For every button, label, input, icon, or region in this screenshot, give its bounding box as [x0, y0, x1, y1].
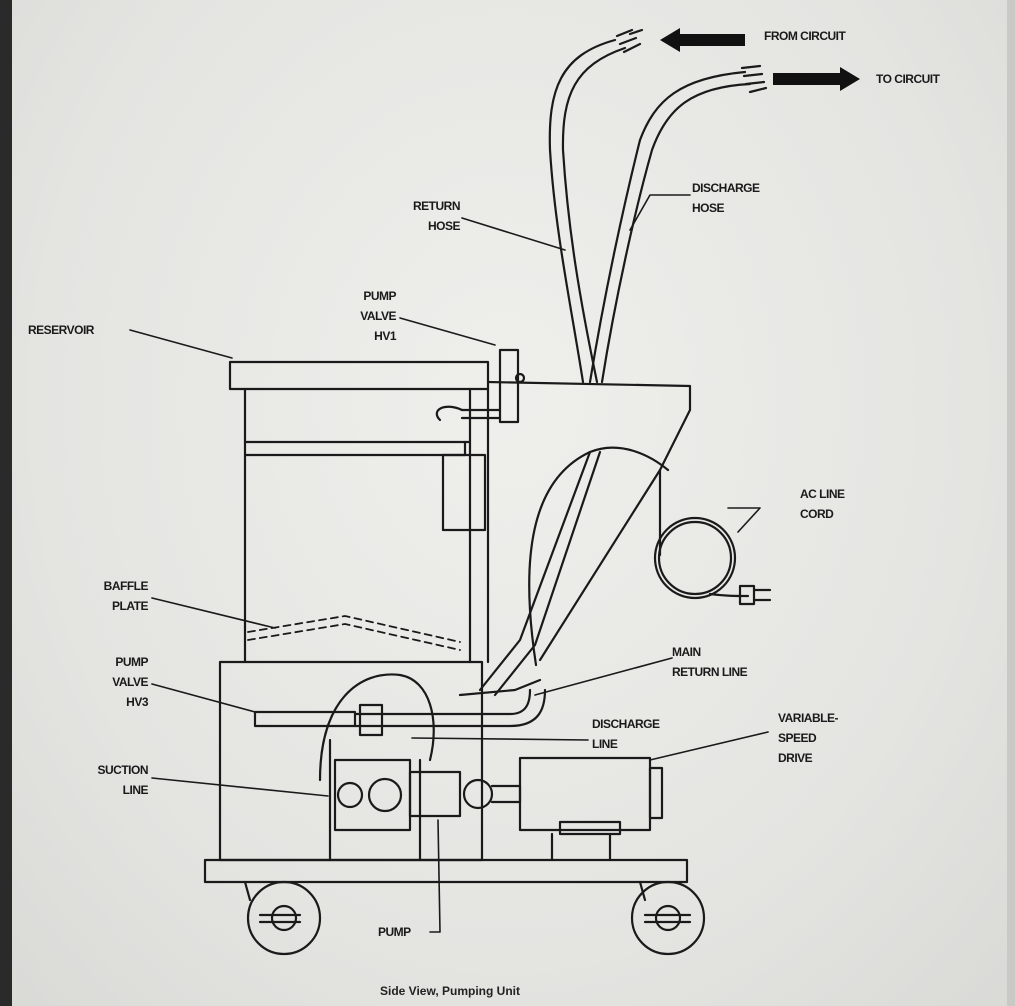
- pump-valve-hv1-drawing: [435, 348, 526, 424]
- photo-edge-left: [0, 0, 12, 1006]
- right-caster: [630, 880, 706, 956]
- label-pump-valve-hv1: PUMP VALVE HV1: [360, 289, 396, 343]
- pump-valve-hv3-drawing: [253, 688, 547, 737]
- figure-caption: Side View, Pumping Unit: [379, 984, 520, 998]
- label-discharge-line: DISCHARGE LINE: [592, 717, 660, 751]
- baffle-plate: [247, 615, 461, 651]
- label-from-circuit: FROM CIRCUIT: [764, 29, 846, 43]
- reservoir-top: [228, 360, 490, 391]
- label-discharge-hose: DISCHARGE HOSE: [692, 181, 760, 215]
- label-baffle-plate: BAFFLE PLATE: [103, 579, 149, 613]
- flow-arrows: [660, 28, 860, 91]
- return-hose: [548, 38, 627, 384]
- pump-column: [441, 380, 692, 667]
- left-caster: [243, 880, 322, 956]
- coupling-drawing: [462, 778, 522, 810]
- base-plate: [203, 858, 689, 884]
- label-pump: PUMP: [378, 925, 411, 939]
- motor-drawing: [518, 756, 664, 862]
- label-to-circuit: TO CIRCUIT: [876, 72, 940, 86]
- label-ac-line-cord: AC LINE CORD: [800, 487, 845, 521]
- pump-drawing: [318, 673, 462, 862]
- ac-line-cord-drawing: [653, 468, 772, 606]
- label-reservoir: RESERVOIR: [28, 323, 94, 337]
- photo-edge-right: [1007, 0, 1015, 1006]
- leader-lines: [129, 194, 769, 933]
- label-return-hose: RETURN HOSE: [413, 199, 461, 233]
- label-main-return-line: MAIN RETURN LINE: [672, 645, 748, 679]
- label-pump-valve-hv3: PUMP VALVE HV3: [112, 655, 148, 709]
- from-circuit-arrow: [660, 28, 745, 52]
- to-circuit-arrow: [773, 67, 860, 91]
- reservoir-tank: [243, 387, 472, 664]
- label-variable-speed-drive: VARIABLE- SPEED DRIVE: [778, 711, 838, 765]
- label-suction-line: SUCTION LINE: [97, 763, 149, 797]
- discharge-hose: [588, 70, 752, 384]
- main-return-line-drawing: [458, 450, 602, 697]
